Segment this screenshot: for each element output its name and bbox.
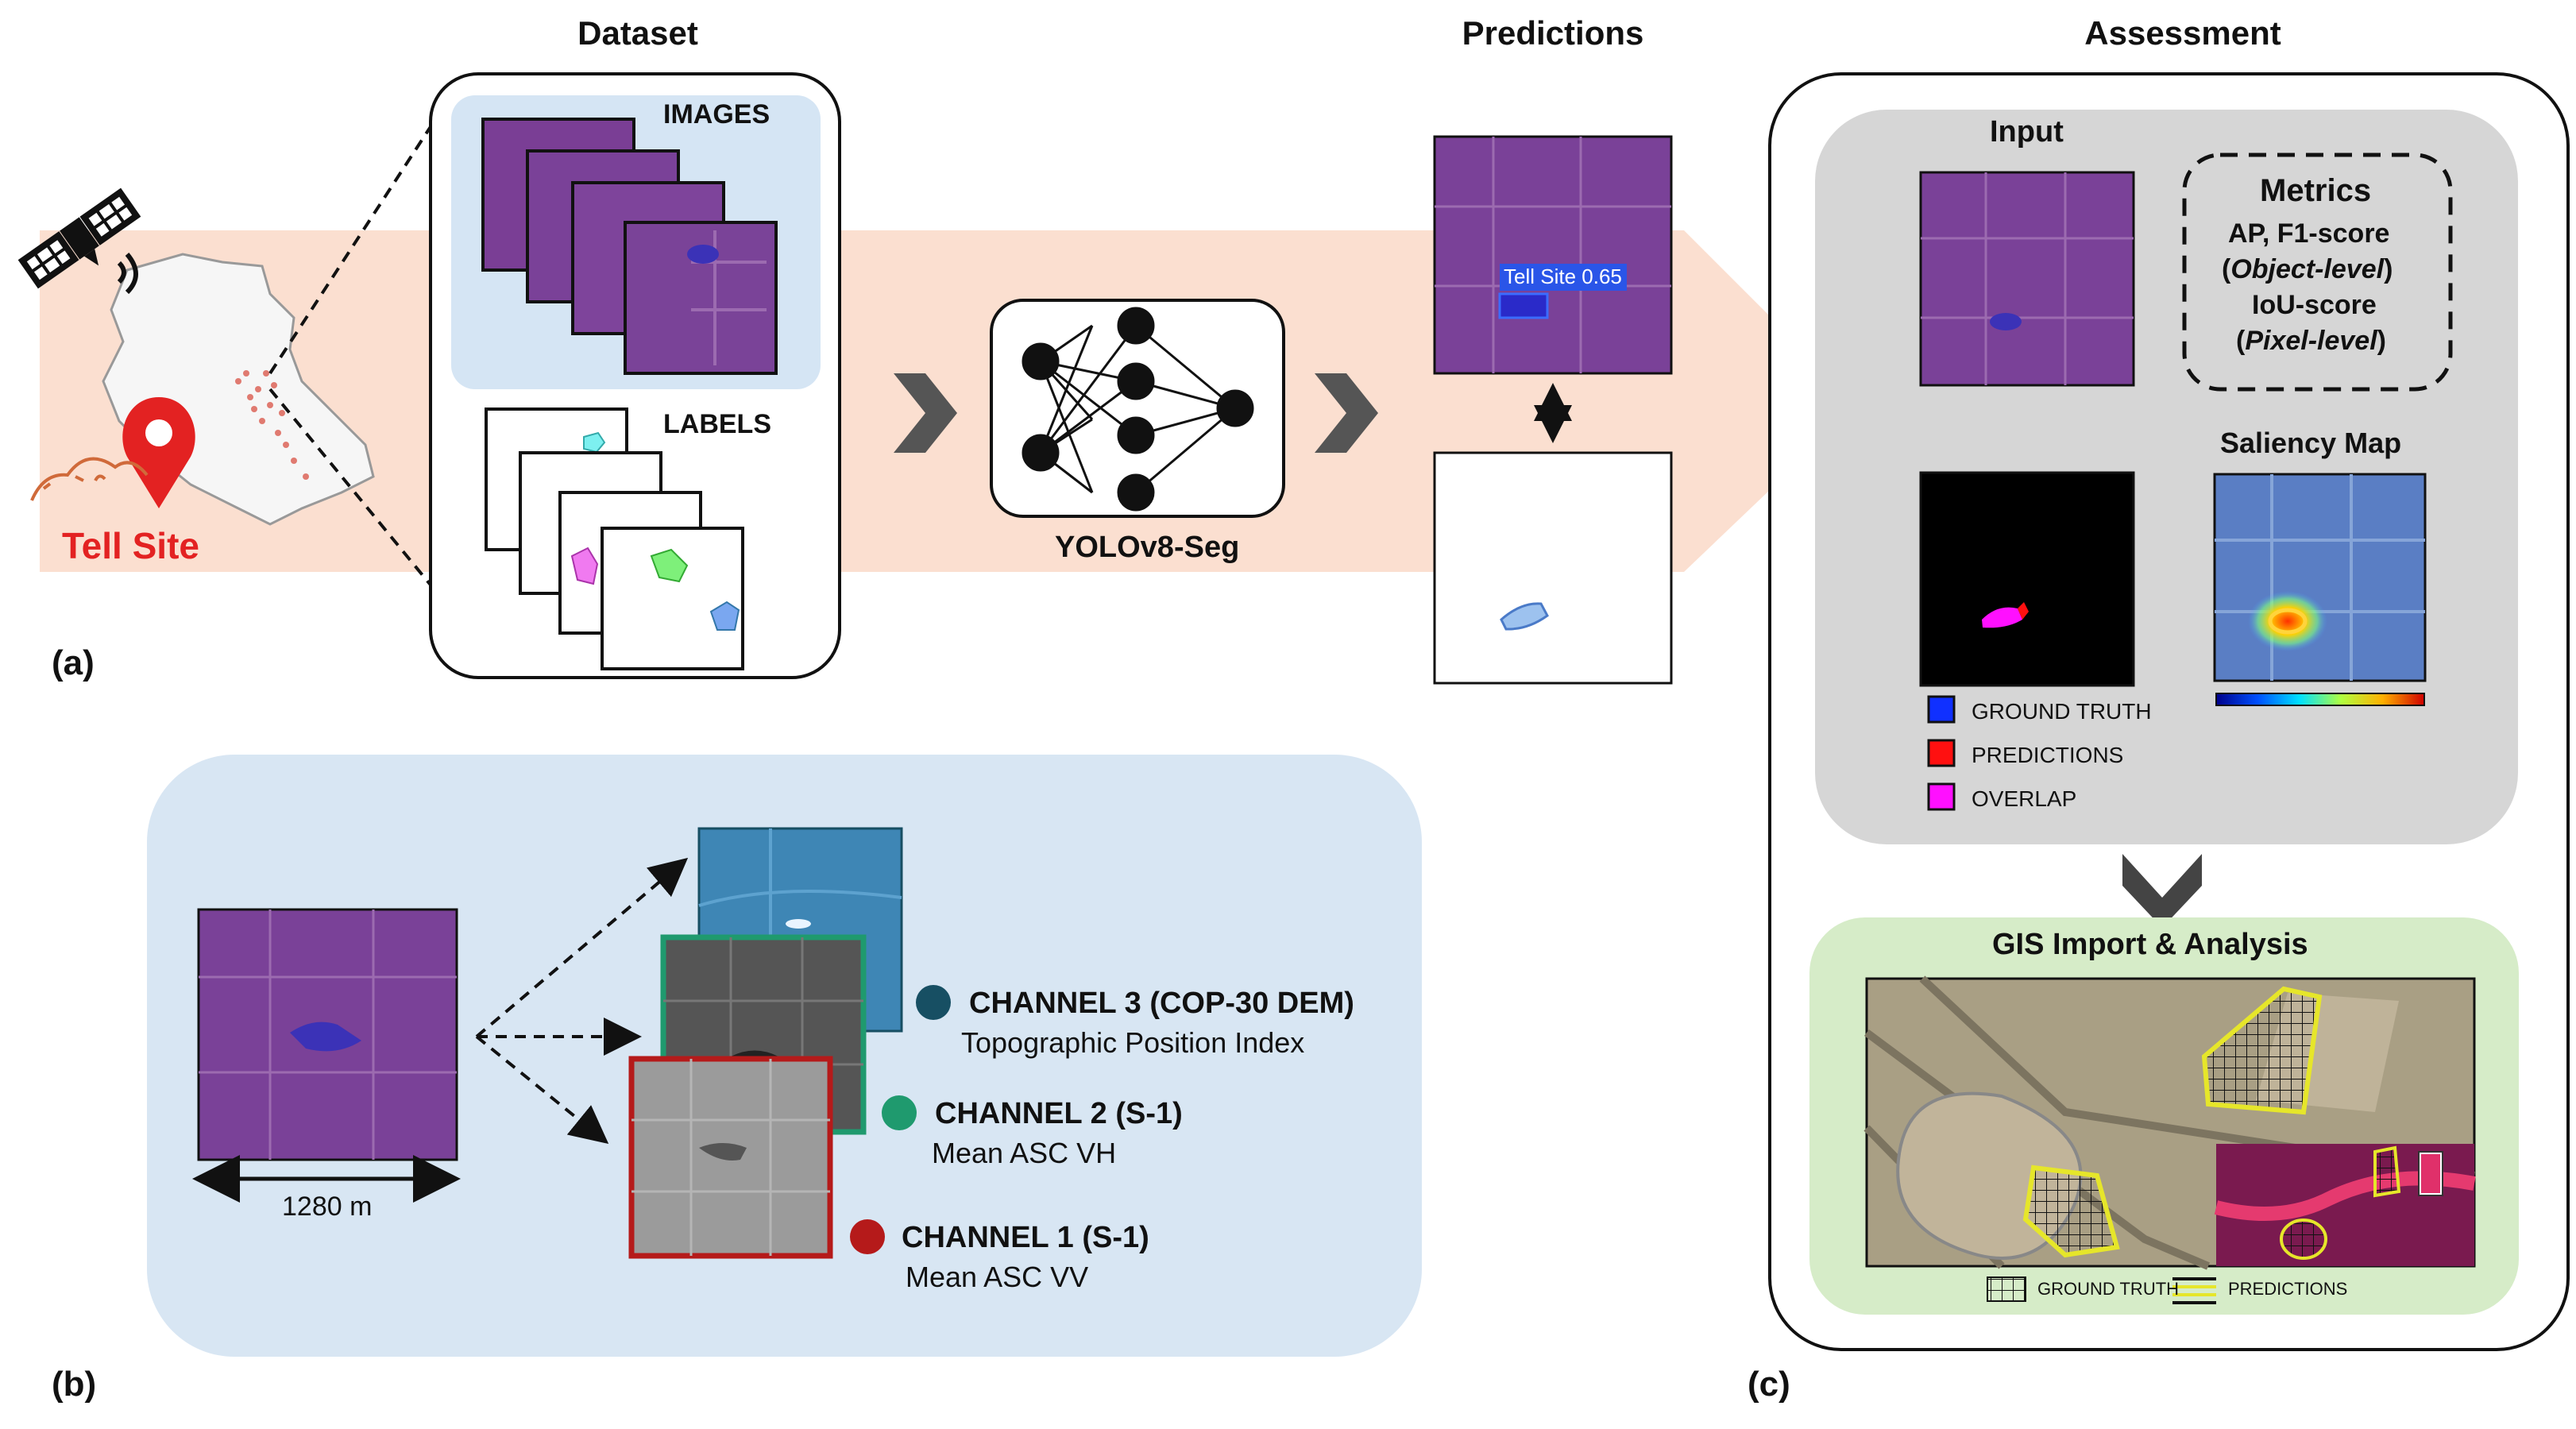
site-dots <box>235 370 309 480</box>
gis-title: GIS Import & Analysis <box>1992 928 2308 961</box>
channel-1-image <box>628 1056 833 1259</box>
site-label: Tell Site <box>62 525 199 566</box>
section-title-predictions: Predictions <box>1462 14 1644 52</box>
scale-label: 1280 m <box>282 1191 373 1222</box>
gis-legend-predictions: PREDICTIONS <box>2228 1279 2348 1299</box>
channel-3-subtitle: Topographic Position Index <box>961 1026 1305 1059</box>
model-box <box>990 299 1285 518</box>
legend-label-overlap: OVERLAP <box>1972 786 2077 811</box>
mask-comparison <box>1919 471 2135 687</box>
model-name: YOLOv8-Seg <box>1055 531 1240 564</box>
legend-swatch-ground-truth <box>1927 695 1956 724</box>
metrics-line-2: (Object-level) <box>2222 254 2393 284</box>
channel-3-dot <box>916 985 951 1020</box>
chevron-down-icon <box>2122 854 2202 928</box>
channel-2-subtitle: Mean ASC VH <box>932 1137 1117 1169</box>
panel-label-a: (a) <box>52 643 95 682</box>
gis-legend-ground-truth: GROUND TRUTH <box>2037 1279 2180 1299</box>
gis-legend-gt-swatch <box>1987 1276 2026 1302</box>
channel-1-title: CHANNEL 1 (S-1) <box>902 1221 1149 1254</box>
section-title-assessment: Assessment <box>2084 14 2281 52</box>
assessment-input-image <box>1919 171 2135 387</box>
chevron-right-icon <box>894 373 957 453</box>
channel-1-dot <box>850 1219 885 1254</box>
prediction-image <box>1433 135 1673 375</box>
legend-label-ground-truth: GROUND TRUTH <box>1972 699 2152 724</box>
panel-label-b: (b) <box>52 1365 97 1404</box>
channel-1-subtitle: Mean ASC VV <box>906 1261 1089 1293</box>
prediction-mask <box>1433 451 1673 685</box>
metrics-box <box>2182 153 2453 392</box>
images-label: IMAGES <box>663 99 770 129</box>
channel-2-dot <box>882 1095 917 1130</box>
gis-map <box>1863 975 2476 1270</box>
saliency-map <box>2213 473 2427 682</box>
tell-mound-icon <box>30 457 149 501</box>
channels-input-image <box>197 908 458 1161</box>
saliency-label: Saliency Map <box>2220 427 2402 459</box>
image-stack <box>481 118 778 375</box>
input-label: Input <box>1990 115 2064 149</box>
metrics-title: Metrics <box>2260 173 2372 208</box>
legend-label-predictions: PREDICTIONS <box>1972 743 2124 767</box>
channel-2-title: CHANNEL 2 (S-1) <box>935 1097 1183 1130</box>
metrics-line-3: IoU-score <box>2252 290 2377 320</box>
labels-label: LABELS <box>663 409 771 439</box>
panel-label-c: (c) <box>1748 1365 1790 1404</box>
legend-swatch-overlap <box>1927 782 1956 811</box>
section-title-dataset: Dataset <box>577 14 698 52</box>
label-stack <box>485 407 744 670</box>
metrics-line-1: AP, F1-score <box>2228 218 2390 249</box>
gis-legend-pred-swatch <box>2172 1277 2216 1304</box>
metrics-line-4: (Pixel-level) <box>2236 326 2386 356</box>
satellite-icon <box>17 187 141 289</box>
channel-3-title: CHANNEL 3 (COP-30 DEM) <box>969 987 1354 1020</box>
prediction-box-label: Tell Site 0.65 <box>1504 265 1622 288</box>
legend-swatch-predictions <box>1927 739 1956 767</box>
saliency-colorbar <box>2215 693 2425 706</box>
neural-network-icon <box>1022 307 1254 512</box>
location-pin-icon <box>122 397 195 508</box>
chevron-right-icon <box>1315 373 1378 453</box>
